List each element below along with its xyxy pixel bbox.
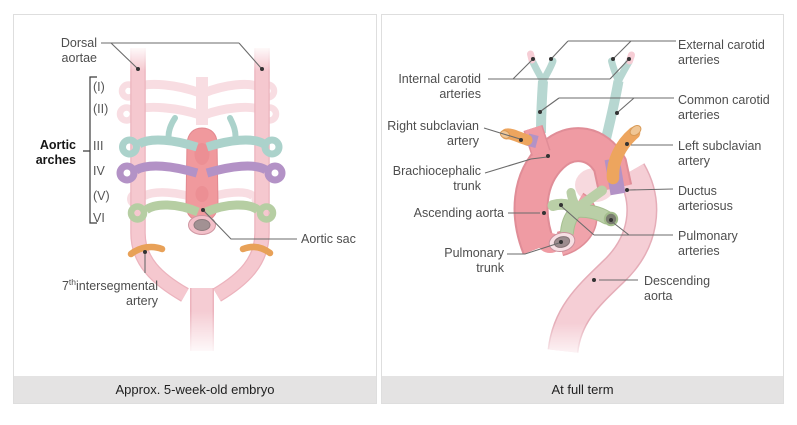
left-subclavian-vessel	[606, 125, 642, 185]
embryo-leader-dots	[136, 67, 264, 254]
label-ascending-aorta: Ascending aorta	[413, 206, 504, 220]
caption-embryo: Approx. 5-week-old embryo	[14, 376, 376, 403]
label-pulmonary-trunk: Pulmonary trunk	[444, 246, 504, 275]
label-aortic-arches: Aortic arches	[35, 138, 76, 167]
full-term-leader-lines	[483, 40, 676, 281]
full-term-diagram-svg	[483, 40, 676, 363]
dorsal-aortae-vessels	[130, 48, 270, 351]
full-term-leader-dots	[519, 57, 631, 282]
full-term-diagram: Internal carotid arteries Right subclavi…	[382, 15, 783, 376]
embryo-leader-lines	[101, 42, 297, 273]
label-aortic-sac: Aortic sac	[301, 232, 356, 246]
label-intersegmental-artery: 7thintersegmental artery	[61, 277, 158, 309]
embryo-diagram-svg	[83, 42, 297, 357]
arch-iii	[119, 115, 283, 158]
label-common-carotid: Common carotid arteries	[678, 93, 770, 122]
aortic-sac-opening	[188, 215, 216, 235]
label-descending-aorta: Descending aorta	[644, 274, 711, 303]
arch-iv	[116, 161, 286, 184]
label-right-subclavian: Right subclavian artery	[387, 119, 479, 148]
arch-vi	[127, 200, 277, 223]
panel-full-term: Internal carotid arteries Right subclavi…	[381, 14, 784, 404]
label-left-subclavian: Left subclavian artery	[678, 139, 762, 168]
pulmonary-arteries-vessels	[547, 185, 619, 239]
label-pulmonary-arteries: Pulmonary arteries	[678, 229, 738, 258]
panel-embryo: Dorsal aortae Aortic arches (I) (II) III…	[13, 14, 377, 404]
label-dorsal-aortae: Dorsal aortae	[60, 36, 97, 65]
arch-numeral-4: IV	[93, 164, 105, 178]
label-ductus-arteriosus: Ductus arteriosus	[678, 184, 733, 213]
arch-numeral-3: III	[93, 139, 104, 153]
descending-aorta-vessel	[547, 163, 658, 354]
arch-numeral-2: (II)	[93, 102, 109, 116]
arch-numeral-5: (V)	[93, 189, 110, 203]
label-internal-carotid: Internal carotid arteries	[398, 72, 481, 101]
embryo-diagram: Dorsal aortae Aortic arches (I) (II) III…	[14, 15, 376, 376]
arch-numeral-1: (I)	[93, 80, 105, 94]
aortic-arches-bracket	[83, 76, 97, 224]
intersegmental-arteries	[127, 243, 274, 258]
arch-numeral-6: VI	[93, 211, 105, 225]
caption-full-term: At full term	[382, 376, 783, 403]
label-external-carotid: External carotid arteries	[678, 38, 765, 67]
right-subclavian-vessel	[499, 128, 539, 149]
label-brachiocephalic: Brachiocephalic trunk	[392, 164, 481, 193]
